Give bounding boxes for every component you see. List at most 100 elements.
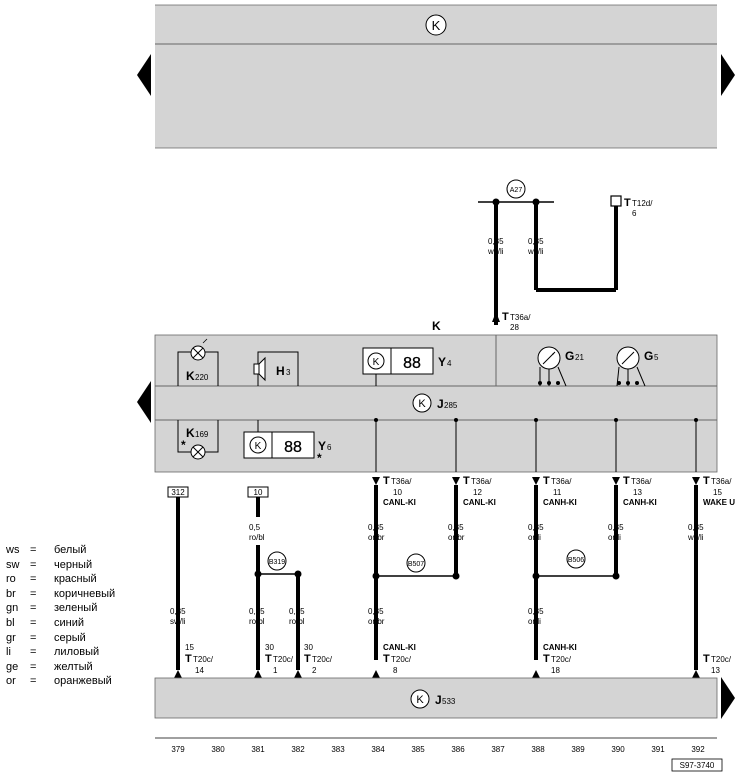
svg-text:T: T xyxy=(265,653,272,665)
legend-row: ws=белый xyxy=(6,543,115,558)
column-number: 389 xyxy=(571,745,585,754)
connector-row-t36a xyxy=(372,477,700,485)
svg-text:CANL-KI: CANL-KI xyxy=(383,498,416,507)
legend-row: ro=красный xyxy=(6,572,115,587)
svg-text:CANH-KI: CANH-KI xyxy=(543,498,577,507)
svg-text:K: K xyxy=(255,441,262,452)
svg-text:CANH-KI: CANH-KI xyxy=(543,643,577,652)
svg-text:6: 6 xyxy=(632,209,637,218)
svg-text:H: H xyxy=(276,364,285,378)
svg-text:Y: Y xyxy=(438,355,446,369)
svg-text:169: 169 xyxy=(195,430,209,439)
svg-text:13: 13 xyxy=(633,488,642,497)
svg-text:G: G xyxy=(565,349,574,363)
svg-text:T: T xyxy=(543,475,550,487)
svg-text:T20c/: T20c/ xyxy=(551,655,572,664)
svg-text:0,35: 0,35 xyxy=(488,237,504,246)
column-number: 385 xyxy=(411,745,425,754)
svg-text:10: 10 xyxy=(393,488,402,497)
legend-name: зеленый xyxy=(54,602,98,615)
svg-text:0,35: 0,35 xyxy=(170,607,186,616)
legend-name: синий xyxy=(54,616,85,629)
svg-text:ws/li: ws/li xyxy=(687,533,704,542)
svg-text:0,5: 0,5 xyxy=(249,523,261,532)
splice-b506: B506 xyxy=(566,549,586,569)
legend-row: or=оранжевый xyxy=(6,674,115,689)
legend-row: gr=серый xyxy=(6,631,115,646)
svg-text:220: 220 xyxy=(195,373,209,382)
svg-text:B506: B506 xyxy=(568,557,584,564)
svg-text:13: 13 xyxy=(711,666,720,675)
svg-text:or/li: or/li xyxy=(528,617,541,626)
svg-text:0,35: 0,35 xyxy=(368,607,384,616)
svg-text:T20c/: T20c/ xyxy=(312,655,333,664)
svg-text:0,35: 0,35 xyxy=(688,523,704,532)
legend-equals: = xyxy=(30,616,37,629)
drawing-id: S97-3740 xyxy=(680,761,715,770)
page-right-arrow-bottom[interactable] xyxy=(721,677,735,719)
cluster-label-k: K xyxy=(432,319,441,333)
svg-text:sw/li: sw/li xyxy=(170,617,186,626)
page-left-arrow-mid[interactable] xyxy=(137,381,151,423)
legend-row: li=лиловый xyxy=(6,645,115,660)
svg-text:88: 88 xyxy=(284,439,302,456)
display-y4: K 88 Y 4 xyxy=(362,347,452,386)
svg-text:CANL-KI: CANL-KI xyxy=(383,643,416,652)
splice-a27: A27 xyxy=(506,179,526,199)
svg-text:K: K xyxy=(186,426,195,440)
svg-text:Y: Y xyxy=(318,439,326,453)
svg-text:21: 21 xyxy=(575,353,584,362)
legend-code: ro xyxy=(6,573,16,586)
column-number: 392 xyxy=(691,745,705,754)
legend-code: gr xyxy=(6,631,16,644)
svg-text:T20c/: T20c/ xyxy=(273,655,294,664)
legend-equals: = xyxy=(30,602,37,615)
legend-name: желтый xyxy=(54,660,93,673)
legend-equals: = xyxy=(30,675,37,688)
svg-text:CANH-KI: CANH-KI xyxy=(623,498,657,507)
svg-text:312: 312 xyxy=(171,488,185,497)
top-k-symbol: K xyxy=(425,14,447,36)
splice-a27-label: A27 xyxy=(510,187,523,194)
connector-row-t20c xyxy=(174,670,700,678)
svg-text:*: * xyxy=(181,438,186,452)
svg-text:T: T xyxy=(185,653,192,665)
svg-text:0,35: 0,35 xyxy=(289,607,305,616)
svg-text:0,35: 0,35 xyxy=(528,607,544,616)
svg-text:or/li: or/li xyxy=(608,533,621,542)
svg-text:WAKE U: WAKE U xyxy=(703,498,735,507)
splice-b319: B319 xyxy=(267,551,287,571)
svg-text:T36a/: T36a/ xyxy=(391,477,412,486)
svg-text:T: T xyxy=(703,475,710,487)
svg-text:B319: B319 xyxy=(269,559,285,566)
display-y6: K 88 Y 6 * xyxy=(243,420,332,465)
legend-equals: = xyxy=(30,587,37,600)
svg-text:J: J xyxy=(437,397,444,411)
svg-text:ws/li: ws/li xyxy=(527,247,544,256)
svg-text:T: T xyxy=(543,653,550,665)
svg-text:11: 11 xyxy=(553,488,562,497)
legend-code: sw xyxy=(6,558,20,571)
svg-text:T36a/: T36a/ xyxy=(631,477,652,486)
svg-text:T: T xyxy=(383,653,390,665)
legend-code: br xyxy=(6,587,16,600)
svg-text:T: T xyxy=(304,653,311,665)
svg-text:T: T xyxy=(703,653,710,665)
svg-text:or/br: or/br xyxy=(448,533,465,542)
page-left-arrow-top[interactable] xyxy=(137,54,151,96)
svg-text:30: 30 xyxy=(265,643,274,652)
svg-text:0,35: 0,35 xyxy=(249,607,265,616)
svg-text:18: 18 xyxy=(551,666,560,675)
column-number: 391 xyxy=(651,745,665,754)
svg-text:T36a/: T36a/ xyxy=(551,477,572,486)
legend-code: li xyxy=(6,646,11,659)
svg-text:15: 15 xyxy=(713,488,722,497)
svg-text:T20c/: T20c/ xyxy=(711,655,732,664)
svg-text:15: 15 xyxy=(185,643,194,652)
svg-text:ro/bl: ro/bl xyxy=(249,617,265,626)
drawing-id-box xyxy=(671,758,723,772)
legend-name: коричневый xyxy=(54,587,116,600)
column-number: 386 xyxy=(451,745,465,754)
page-right-arrow-top[interactable] xyxy=(721,54,735,96)
